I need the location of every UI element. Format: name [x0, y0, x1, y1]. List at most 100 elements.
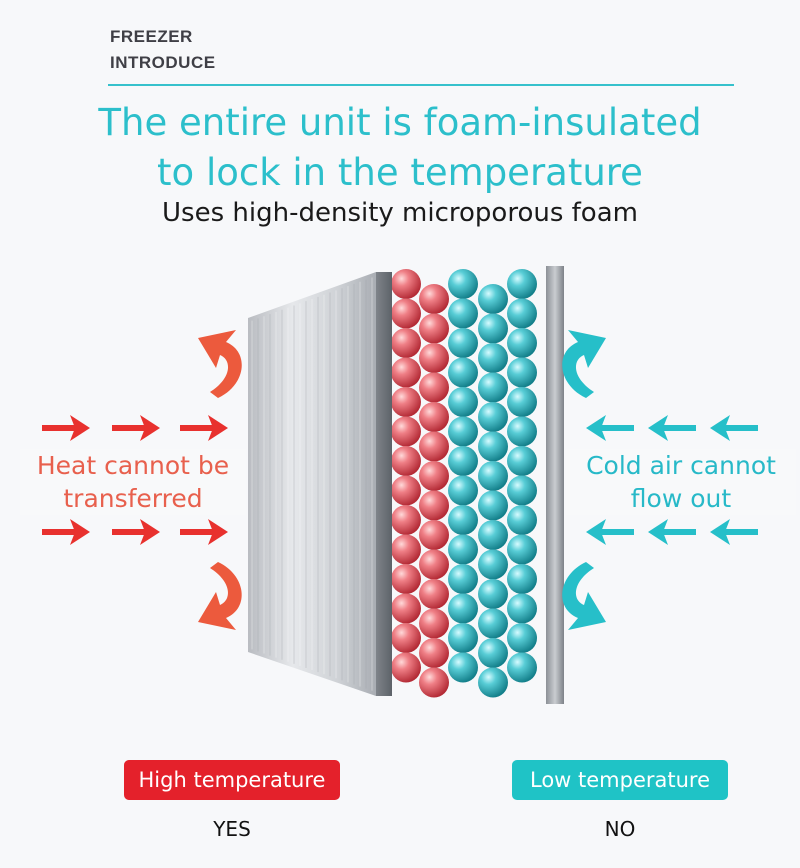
foam-sphere — [448, 475, 478, 506]
curved-arrow-icon — [562, 562, 606, 630]
right-arrow-icon — [180, 415, 228, 441]
foam-sphere — [391, 269, 421, 299]
foam-sphere — [419, 431, 449, 462]
foam-sphere — [478, 667, 508, 698]
foam-sphere — [507, 534, 537, 565]
low-temperature-answer: NO — [604, 817, 636, 841]
foam-sphere — [391, 298, 421, 329]
foam-sphere — [478, 402, 508, 432]
foam-sphere — [391, 387, 421, 417]
foam-sphere — [448, 446, 478, 476]
headline: The entire unit is foam-insulated to loc… — [0, 98, 800, 198]
right-arrow-icon — [42, 519, 90, 545]
left-arrow-icon — [586, 415, 634, 441]
foam-sphere — [507, 564, 537, 594]
foam-sphere — [448, 534, 478, 565]
foam-sphere — [448, 623, 478, 653]
foam-sphere — [391, 505, 421, 535]
cold-deflect-arrows — [562, 330, 606, 630]
foam-sphere — [419, 579, 449, 609]
foam-sphere — [419, 490, 449, 521]
foam-sphere — [507, 475, 537, 506]
cold-label-line1: Cold air cannot — [586, 451, 776, 480]
high-temperature-answer: YES — [213, 817, 251, 841]
foam-sphere — [478, 608, 508, 639]
foam-sphere — [507, 416, 537, 447]
foam-sphere — [391, 652, 421, 683]
foam-spheres — [391, 269, 537, 698]
foam-sphere — [419, 520, 449, 550]
foam-sphere — [448, 593, 478, 624]
foam-sphere — [478, 284, 508, 314]
foam-sphere — [391, 534, 421, 565]
foam-sphere — [448, 269, 478, 299]
subheadline: Uses high-density microporous foam — [162, 198, 638, 228]
foam-sphere — [507, 269, 537, 299]
foam-sphere — [478, 579, 508, 609]
foam-sphere — [507, 446, 537, 476]
section-label: FREEZER INTRODUCE — [110, 24, 216, 76]
section-label-line2: INTRODUCE — [110, 53, 216, 72]
right-arrow-icon — [42, 415, 90, 441]
foam-sphere — [419, 461, 449, 491]
heat-label-line2: transferred — [63, 484, 203, 513]
foam-sphere — [448, 387, 478, 417]
foam-sphere — [419, 402, 449, 432]
left-arrow-icon — [648, 415, 696, 441]
foam-sphere — [391, 446, 421, 476]
foam-sphere — [391, 357, 421, 388]
curved-arrow-icon — [198, 562, 242, 630]
heat-deflect-arrows — [198, 330, 242, 630]
section-label-line1: FREEZER — [110, 27, 193, 46]
foam-sphere — [507, 328, 537, 358]
curved-arrow-icon — [562, 330, 606, 398]
left-arrow-icon — [710, 519, 758, 545]
foam-sphere — [507, 505, 537, 535]
foam-sphere — [478, 638, 508, 668]
left-arrow-icon — [586, 519, 634, 545]
left-arrow-icon — [648, 519, 696, 545]
foam-sphere — [478, 461, 508, 491]
panel-edge — [376, 272, 392, 696]
cold-label: Cold air cannot flow out — [566, 449, 796, 515]
left-arrow-icon — [710, 415, 758, 441]
title-divider — [108, 84, 734, 86]
foam-sphere — [448, 328, 478, 358]
foam-sphere — [391, 328, 421, 358]
foam-sphere — [478, 372, 508, 403]
foam-sphere — [478, 343, 508, 373]
foam-sphere — [478, 313, 508, 344]
heat-label: Heat cannot be transferred — [20, 449, 246, 515]
foam-sphere — [478, 431, 508, 462]
foam-sphere — [507, 387, 537, 417]
foam-sphere — [507, 652, 537, 683]
foam-sphere — [419, 608, 449, 639]
foam-sphere — [391, 475, 421, 506]
foam-sphere — [507, 623, 537, 653]
foam-sphere — [478, 549, 508, 580]
foam-sphere — [391, 593, 421, 624]
foam-sphere — [448, 416, 478, 447]
back-panel — [546, 266, 564, 704]
foam-sphere — [448, 298, 478, 329]
panel-texture — [251, 277, 373, 691]
right-arrow-icon — [112, 415, 160, 441]
foam-sphere — [391, 564, 421, 594]
foam-sphere — [391, 416, 421, 447]
heat-label-line1: Heat cannot be — [36, 451, 230, 480]
foam-sphere — [419, 372, 449, 403]
cold-label-line2: flow out — [630, 484, 732, 513]
low-temperature-badge: Low temperature — [512, 760, 728, 800]
foam-sphere — [419, 549, 449, 580]
foam-sphere — [507, 298, 537, 329]
foam-sphere — [419, 313, 449, 344]
foam-sphere — [507, 357, 537, 388]
right-arrow-icon — [112, 519, 160, 545]
foam-sphere — [507, 593, 537, 624]
foam-sphere — [419, 343, 449, 373]
cold-arrows — [586, 415, 758, 545]
front-panel — [248, 272, 376, 696]
foam-sphere — [478, 490, 508, 521]
foam-sphere — [391, 623, 421, 653]
